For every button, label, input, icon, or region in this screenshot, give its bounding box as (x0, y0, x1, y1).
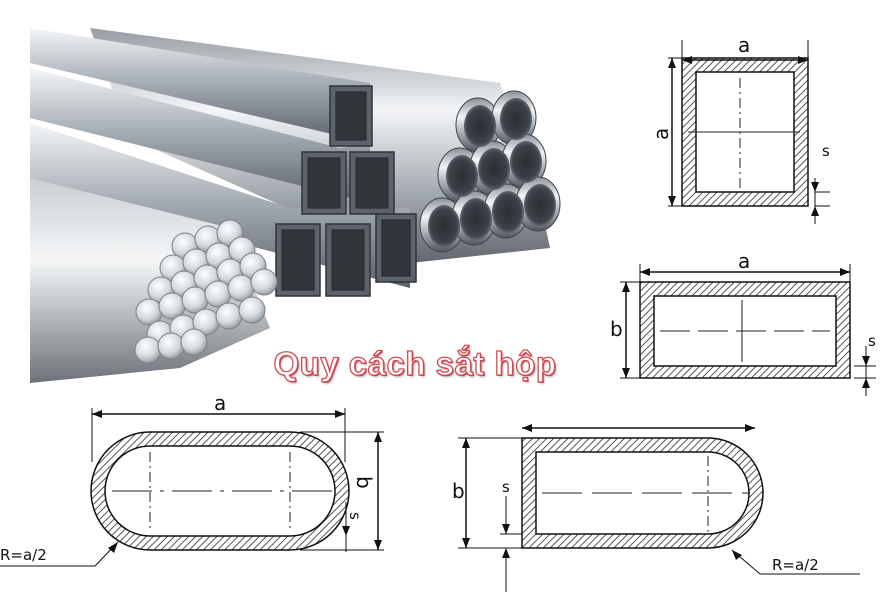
rectangle-tube-diagram: a b s (610, 250, 876, 396)
square-tube-bundle (30, 28, 417, 297)
square-side-label: a (738, 33, 750, 57)
d-shape-thickness-label: s (502, 478, 510, 496)
d-shape-height-label: b (452, 479, 465, 503)
round-bar-bundle (30, 178, 278, 383)
rectangle-width-label: a (738, 250, 750, 273)
oval-width-label: a (214, 392, 226, 415)
d-shape-radius-label: R=a/2 (772, 556, 819, 574)
rectangle-height-label: b (610, 317, 623, 341)
oval-height-label: b (352, 476, 376, 489)
square-height-label: a (649, 128, 673, 140)
oval-thickness-label: s (346, 512, 364, 520)
square-thickness-label: s (822, 142, 830, 160)
oval-tube-diagram: a b s R=a/2 (0, 392, 384, 567)
steel-products-photo (30, 28, 561, 383)
square-tube-diagram: a a s (649, 33, 830, 224)
oval-radius-label: R=a/2 (0, 546, 47, 564)
d-shape-tube-diagram: b s R=a/2 (452, 424, 860, 592)
page-title: Quy cách sắt hộp (273, 344, 557, 382)
rectangle-thickness-label: s (868, 332, 876, 350)
